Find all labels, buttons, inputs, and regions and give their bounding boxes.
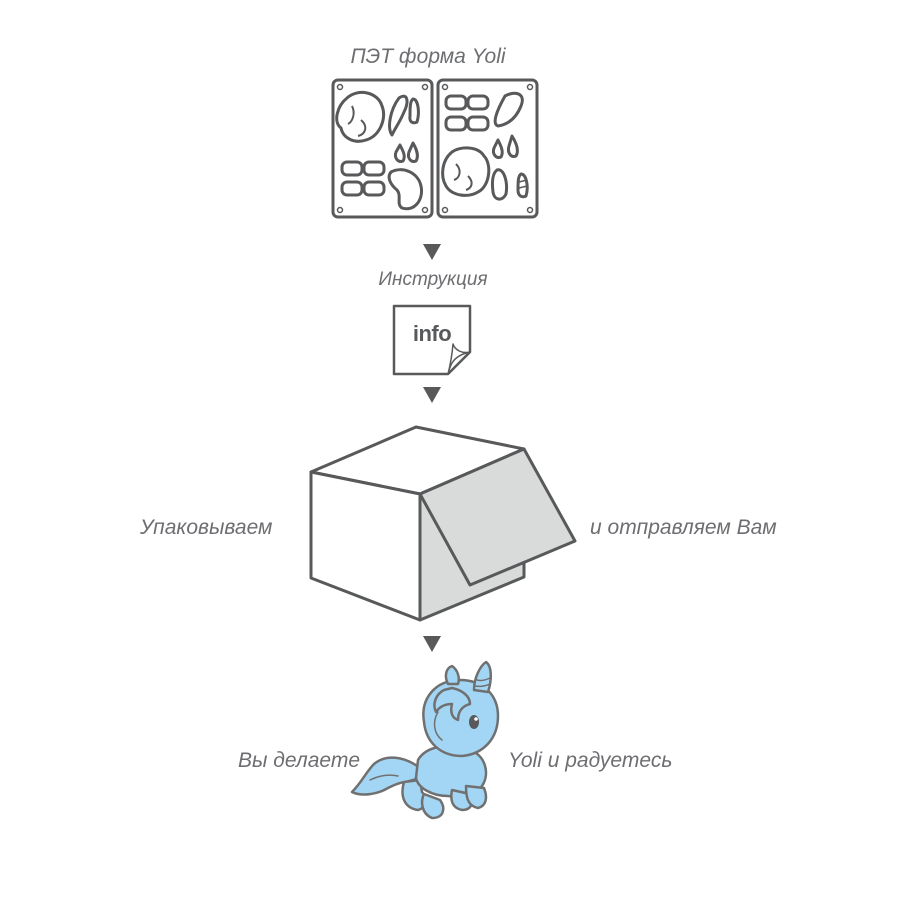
shipping-box xyxy=(309,425,577,622)
unicorn-horn xyxy=(472,660,492,694)
arrow-down-2 xyxy=(423,387,441,403)
unicorn-tail xyxy=(350,756,422,796)
info-text: info xyxy=(413,321,451,346)
unicorn-eye xyxy=(469,715,479,729)
mold-sheet-right xyxy=(436,78,539,219)
send-label: и отправляем Вам xyxy=(590,516,777,539)
box-lid xyxy=(418,447,577,587)
unicorn-figure xyxy=(350,660,500,820)
unicorn-mane xyxy=(433,686,472,722)
arrow-down-3 xyxy=(423,636,441,652)
arrow-down-1 xyxy=(423,244,441,260)
box-front xyxy=(309,470,422,622)
pet-mold-sheets xyxy=(331,78,539,219)
unicorn-ear xyxy=(444,664,460,686)
pack-label: Упаковываем xyxy=(140,516,273,539)
you-make-label: Вы делаете xyxy=(238,749,361,772)
mold-sheet-left xyxy=(331,78,434,219)
info-sheet: info xyxy=(392,304,472,376)
instruction-label: Инструкция xyxy=(378,269,488,290)
enjoy-label: Yoli и радуетесь xyxy=(508,749,673,772)
pet-form-label: ПЭТ форма Yoli xyxy=(350,45,506,68)
